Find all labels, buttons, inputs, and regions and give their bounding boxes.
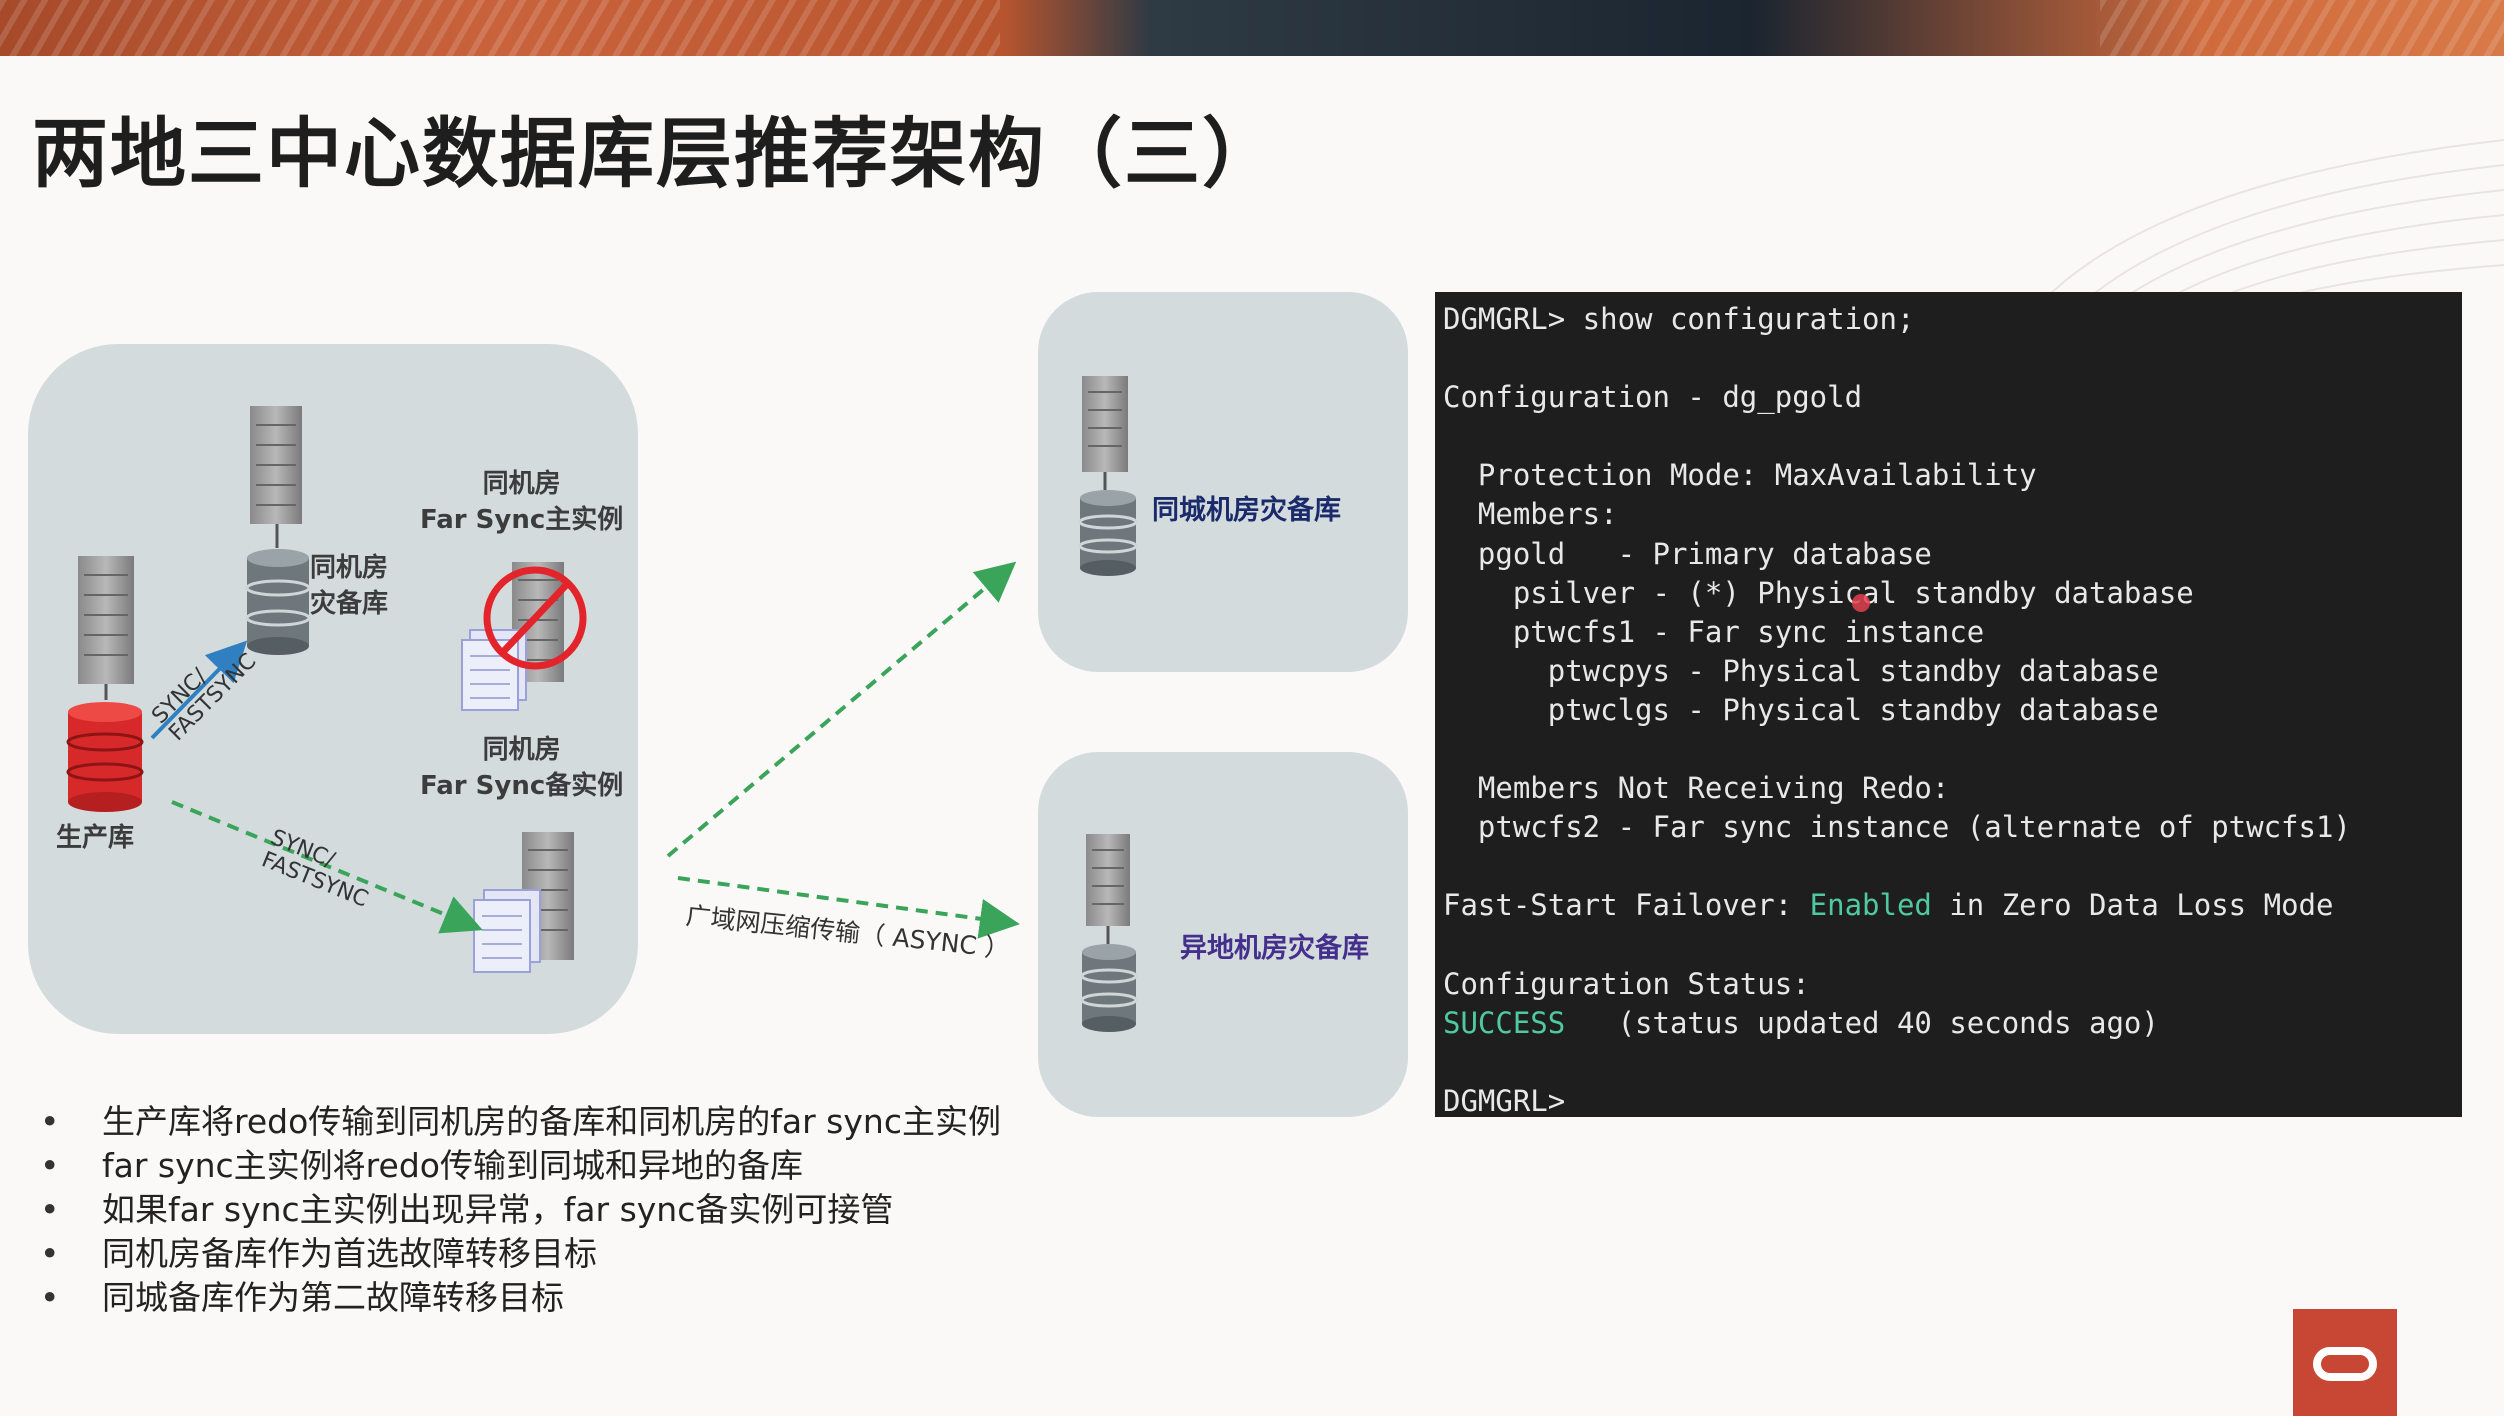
bullet-item: 如果far sync主实例出现异常，far sync备实例可接管 <box>40 1188 1001 1232</box>
top-banner <box>0 0 2504 56</box>
city-standby-label: 同城机房灾备库 <box>1152 495 1341 526</box>
fsfo-prefix: Fast-Start Failover: <box>1443 888 1810 923</box>
sync-arrow-to-standby <box>150 640 248 740</box>
async-arrow-to-remote <box>677 876 1020 939</box>
same-room-standby-server-icon <box>250 406 302 548</box>
same-room-standby-database-icon <box>245 549 311 655</box>
remote-standby-label: 异地机房灾备库 <box>1180 933 1369 964</box>
production-server-icon <box>78 556 134 700</box>
city-standby-database-icon <box>1078 490 1138 576</box>
city-standby-server-icon <box>1082 376 1128 490</box>
terminal-output: DGMGRL> show configuration; Configuratio… <box>1435 292 2462 1117</box>
remote-standby-database-icon <box>1080 944 1138 1032</box>
async-arrow-to-city <box>666 561 1017 858</box>
sync-arrow-to-far-sync-standby <box>171 800 483 934</box>
terminal-config-lines: DGMGRL> show configuration; Configuratio… <box>1443 302 2351 845</box>
same-city-panel <box>1038 292 1408 672</box>
production-db-label: 生产库 <box>56 823 135 853</box>
fsfo-status: Enabled <box>1809 888 1932 923</box>
banner-texture-right <box>2100 0 2504 56</box>
bullet-item: far sync主实例将redo传输到同城和异地的备库 <box>40 1144 1001 1188</box>
decorative-lines <box>2034 139 2504 320</box>
bullet-item: 同机房备库作为首选故障转移目标 <box>40 1232 1001 1276</box>
oracle-ring-icon <box>2313 1347 2377 1381</box>
bullet-item: 生产库将redo传输到同机房的备库和同机房的far sync主实例 <box>40 1100 1001 1144</box>
dgmgrl-terminal[interactable]: DGMGRL> show configuration; Configuratio… <box>1435 292 2462 1117</box>
remote-site-panel <box>1038 752 1408 1117</box>
far-sync-standby-document-icon <box>473 889 541 973</box>
bullet-item: 同城备库作为第二故障转移目标 <box>40 1276 1001 1320</box>
fsfo-suffix: in Zero Data Loss Mode <box>1931 888 2334 923</box>
status-note: (status updated 40 seconds ago) <box>1565 1005 2159 1040</box>
status-value: SUCCESS <box>1443 1005 1566 1040</box>
same-room-standby-label-text: 同机房灾备库 <box>310 553 389 619</box>
prohibited-icon <box>483 566 587 670</box>
production-database-icon <box>66 702 144 812</box>
oracle-logo-icon <box>2293 1309 2397 1416</box>
config-status-label: Configuration Status: <box>1443 966 1810 1001</box>
laser-pointer-dot <box>1852 594 1870 612</box>
slide-title: 两地三中心数据库层推荐架构（三） <box>32 109 1280 198</box>
remote-standby-server-icon <box>1086 834 1130 944</box>
terminal-prompt[interactable]: DGMGRL> <box>1443 1083 1566 1117</box>
banner-texture <box>0 0 1000 56</box>
summary-bullets: 生产库将redo传输到同机房的备库和同机房的far sync主实例 far sy… <box>40 1100 1001 1320</box>
same-room-standby-label: 同机房灾备库 <box>310 550 388 622</box>
